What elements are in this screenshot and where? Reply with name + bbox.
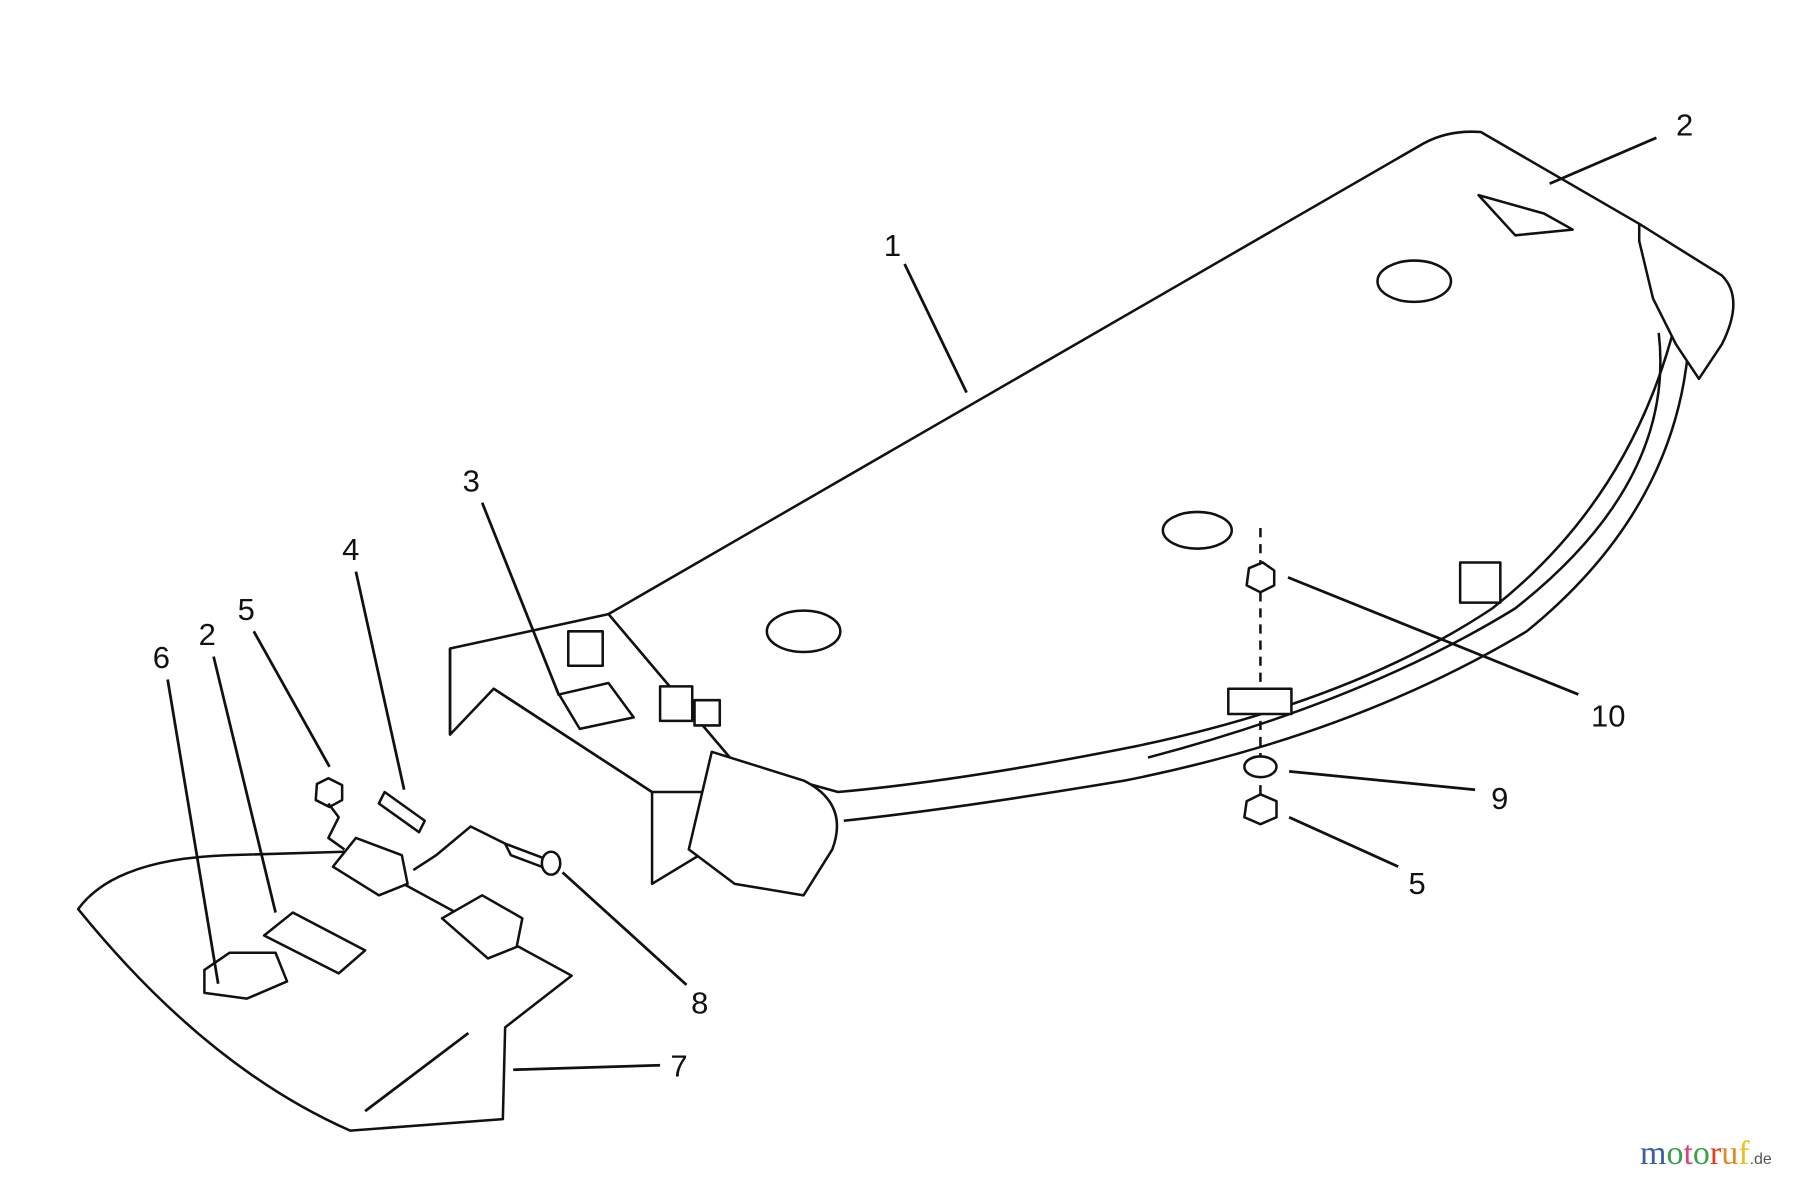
logo-letter: t [1683, 1135, 1693, 1172]
nut-5 [1243, 793, 1278, 826]
callout-6: 6 [153, 640, 170, 675]
callout-9: 9 [1491, 781, 1508, 816]
nut-10 [1245, 561, 1276, 594]
logo-letter: o [1692, 1135, 1710, 1172]
callout-3: 3 [463, 463, 480, 498]
logo-letter: o [1666, 1135, 1684, 1172]
callout-10: 10 [1591, 699, 1625, 734]
callout-leaders [166, 136, 1657, 1113]
anti-scalp-rollers [687, 222, 1735, 897]
callout-5-right: 5 [1409, 866, 1426, 901]
callout-2-left: 2 [199, 617, 216, 652]
logo-letter: m [1640, 1135, 1667, 1172]
hardware-stack [1227, 528, 1293, 826]
logo-letter: r [1709, 1135, 1722, 1172]
logo-letter: u [1721, 1135, 1739, 1172]
callout-7: 7 [670, 1049, 687, 1084]
washer-9 [1243, 755, 1278, 779]
callout-5-left: 5 [238, 592, 255, 627]
callout-1: 1 [884, 228, 901, 263]
callout-numbers: 1 2 3 4 5 6 2 7 8 10 9 5 [153, 107, 1693, 1083]
callout-4: 4 [342, 532, 359, 567]
nut-5-left [314, 776, 344, 809]
callout-8: 8 [691, 986, 708, 1021]
motoruf-logo: motoruf.de [1640, 1135, 1772, 1172]
callout-2-top: 2 [1676, 107, 1693, 142]
logo-letter: f [1738, 1135, 1750, 1172]
mower-deck-housing [607, 130, 1692, 822]
discharge-deflector [76, 776, 573, 1132]
spring-4 [377, 790, 427, 834]
